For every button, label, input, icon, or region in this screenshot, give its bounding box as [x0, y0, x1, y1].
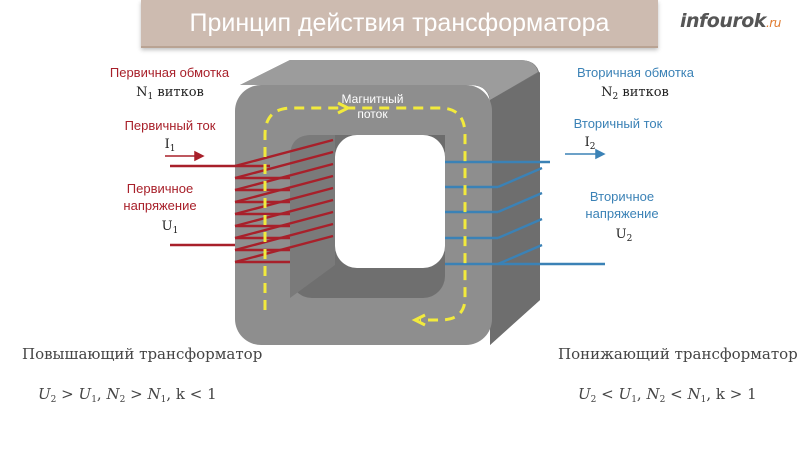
- magnetic-flux-path: [263, 106, 467, 322]
- primary-current-letter: I: [164, 137, 170, 152]
- secondary-current-label: Вторичный ток: [573, 116, 663, 131]
- secondary-current-symbol: I2: [570, 134, 610, 156]
- flux-label-line1: Магнитный: [341, 92, 404, 106]
- secondary-voltage-line2: напряжение: [585, 206, 659, 221]
- primary-voltage-sub: 1: [172, 226, 179, 236]
- secondary-turns-sub: 2: [612, 92, 619, 102]
- step-down-n-rel: <: [670, 385, 683, 403]
- secondary-current-sub: 2: [589, 142, 596, 152]
- secondary-voltage-letter: U: [615, 227, 627, 242]
- secondary-voltage-sub: 2: [626, 234, 633, 244]
- infourok-logo: infourok.ru: [680, 10, 781, 32]
- primary-turns-word: витков: [157, 85, 204, 100]
- step-down-label: Понижающий трансформатор: [558, 345, 798, 363]
- primary-winding-label: Первичная обмотка: [109, 65, 230, 80]
- primary-current-symbol: I1: [150, 136, 190, 158]
- primary-turns: N1 витков: [120, 84, 220, 106]
- primary-voltage-line1: Первичное: [126, 181, 194, 196]
- primary-current-sub: 1: [169, 144, 176, 154]
- step-up-u-rel: >: [61, 385, 74, 403]
- step-down-k-value: 1: [747, 385, 757, 403]
- step-up-n-rel: >: [130, 385, 143, 403]
- primary-current-arrow: [165, 150, 205, 162]
- flux-label-line2: поток: [357, 107, 388, 121]
- core-right-face: [490, 72, 540, 345]
- step-down-k-rel: >: [729, 385, 743, 403]
- primary-winding: [170, 138, 334, 264]
- step-down-formula: U2 < U1, N2 < N1, k > 1: [578, 385, 757, 405]
- primary-voltage-label: Первичное напряжение: [110, 180, 210, 214]
- secondary-winding-label: Вторичная обмотка: [576, 65, 695, 80]
- step-up-k-value: 1: [207, 385, 217, 403]
- step-up-formula: U2 > U1, N2 > N1, k < 1: [38, 385, 217, 405]
- secondary-turns-word: витков: [622, 85, 669, 100]
- secondary-voltage-label: Вторичное напряжение: [572, 188, 672, 222]
- primary-current-label: Первичный ток: [124, 118, 216, 133]
- secondary-turns-symbol: N: [601, 85, 613, 100]
- primary-turns-symbol: N: [136, 85, 148, 100]
- primary-voltage-letter: U: [161, 219, 173, 234]
- step-up-label: Повышающий трансформатор: [22, 345, 263, 363]
- core-window-inner: [335, 135, 445, 268]
- step-down-u-rel: <: [601, 385, 614, 403]
- secondary-winding: [445, 160, 605, 266]
- secondary-current-arrow: [565, 148, 606, 160]
- secondary-voltage-line1: Вторичное: [589, 189, 655, 204]
- core-top-face: [240, 60, 538, 100]
- magnetic-flux-label: Магнитный поток: [320, 92, 425, 122]
- step-up-k-rel: <: [189, 385, 203, 403]
- primary-voltage-symbol: U1: [150, 218, 190, 240]
- secondary-voltage-symbol: U2: [604, 226, 644, 248]
- title-banner: Принцип действия трансформатора: [141, 0, 658, 48]
- secondary-turns: N2 витков: [585, 84, 685, 106]
- secondary-current-letter: I: [584, 135, 590, 150]
- primary-voltage-line2: напряжение: [123, 198, 197, 213]
- page-title: Принцип действия трансформатора: [189, 8, 610, 37]
- flux-arrowheads: [337, 101, 426, 327]
- primary-turns-sub: 1: [147, 92, 154, 102]
